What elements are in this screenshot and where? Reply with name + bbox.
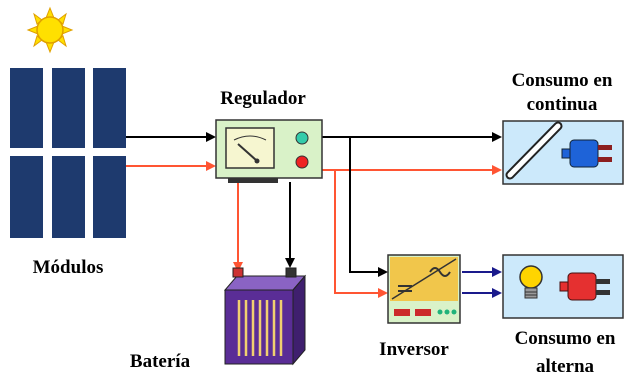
battery-label: Batería [130,351,191,372]
regulator [215,119,323,183]
ac-load [502,254,624,319]
ac-load-label-line1: Consumo en [515,328,616,349]
bulb-icon [519,265,543,299]
dc-load-label-line1: Consumo en [512,70,613,91]
dc-load-label-line2: continua [527,94,598,115]
inverter-label: Inversor [379,339,449,360]
meter-icon [225,127,275,169]
sine-wave-icon [429,267,451,277]
sun-icon [26,6,74,54]
wires [126,132,502,298]
battery [223,267,307,366]
inverter [387,254,461,324]
ac-load-label-line2: alterna [536,356,595,377]
ac-plug-icon [559,272,610,301]
regulator-label: Regulador [220,88,306,109]
dc-load [502,120,624,185]
tube-lamp-icon [505,121,563,180]
modules-label: Módulos [33,257,104,278]
solar-modules [10,68,126,238]
dc-plug-icon [561,139,612,168]
